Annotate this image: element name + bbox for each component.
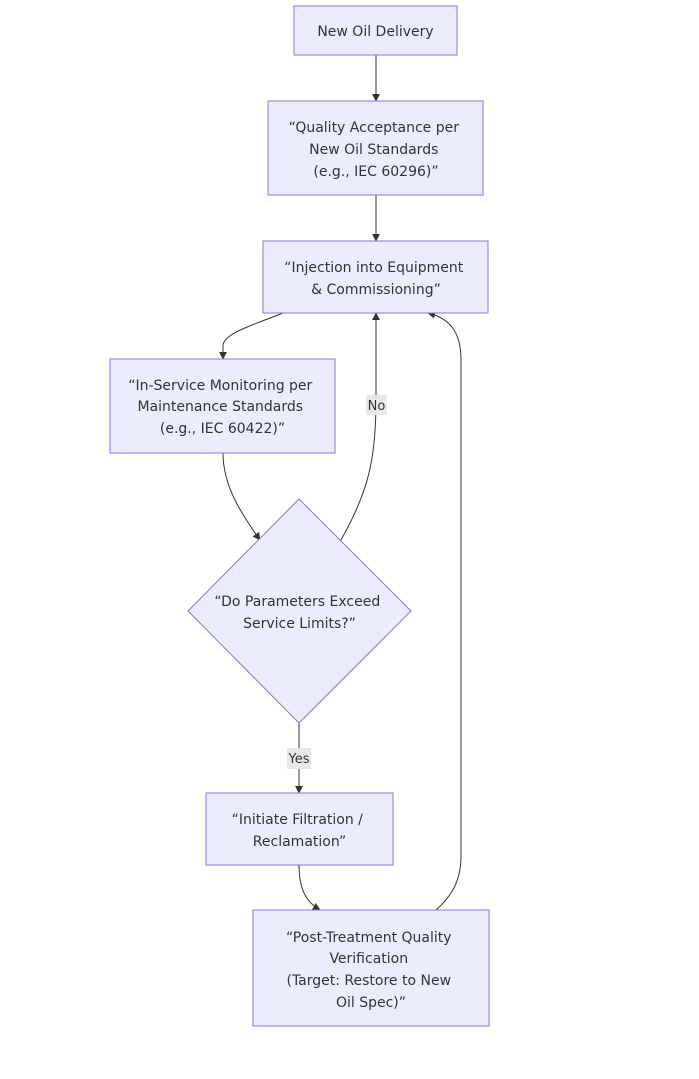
node-initiate-filtration: “Initiate Filtration / Reclamation” [205, 792, 394, 866]
edge-decision-no-to-injection [340, 312, 380, 541]
node-post-treatment-verification-label: “Post-Treatment Quality Verification (Ta… [286, 930, 456, 1011]
node-decision-parameters: “Do Parameters Exceed Service Limits?” [187, 498, 412, 724]
node-in-service-monitoring: “In-Service Monitoring per Maintenance S… [109, 358, 336, 454]
node-new-oil-delivery-label: New Oil Delivery [317, 24, 433, 40]
node-quality-acceptance-label: “Quality Acceptance per New Oil Standard… [289, 120, 464, 180]
node-decision-parameters-label: “Do Parameters Exceed Service Limits?” [214, 594, 384, 632]
node-post-treatment-verification: “Post-Treatment Quality Verification (Ta… [252, 909, 490, 1027]
node-quality-acceptance: “Quality Acceptance per New Oil Standard… [267, 100, 484, 196]
edge-label-no: No [366, 395, 387, 415]
node-injection-commissioning-label: “Injection into Equipment & Commissionin… [284, 260, 467, 298]
edge-injection-to-monitoring [219, 312, 284, 360]
edge-post-treatment-to-injection [427, 310, 462, 911]
node-injection-commissioning: “Injection into Equipment & Commissionin… [262, 240, 489, 314]
node-initiate-filtration-label: “Initiate Filtration / Reclamation” [232, 812, 368, 850]
edge-label-yes: Yes [287, 748, 311, 769]
node-in-service-monitoring-label: “In-Service Monitoring per Maintenance S… [128, 378, 317, 437]
edge-filtration-to-post-treatment [298, 864, 321, 911]
edge-monitoring-to-decision [222, 452, 261, 541]
node-new-oil-delivery: New Oil Delivery [293, 5, 458, 56]
svg-text:Yes: Yes [288, 752, 310, 767]
svg-text:No: No [368, 399, 386, 414]
